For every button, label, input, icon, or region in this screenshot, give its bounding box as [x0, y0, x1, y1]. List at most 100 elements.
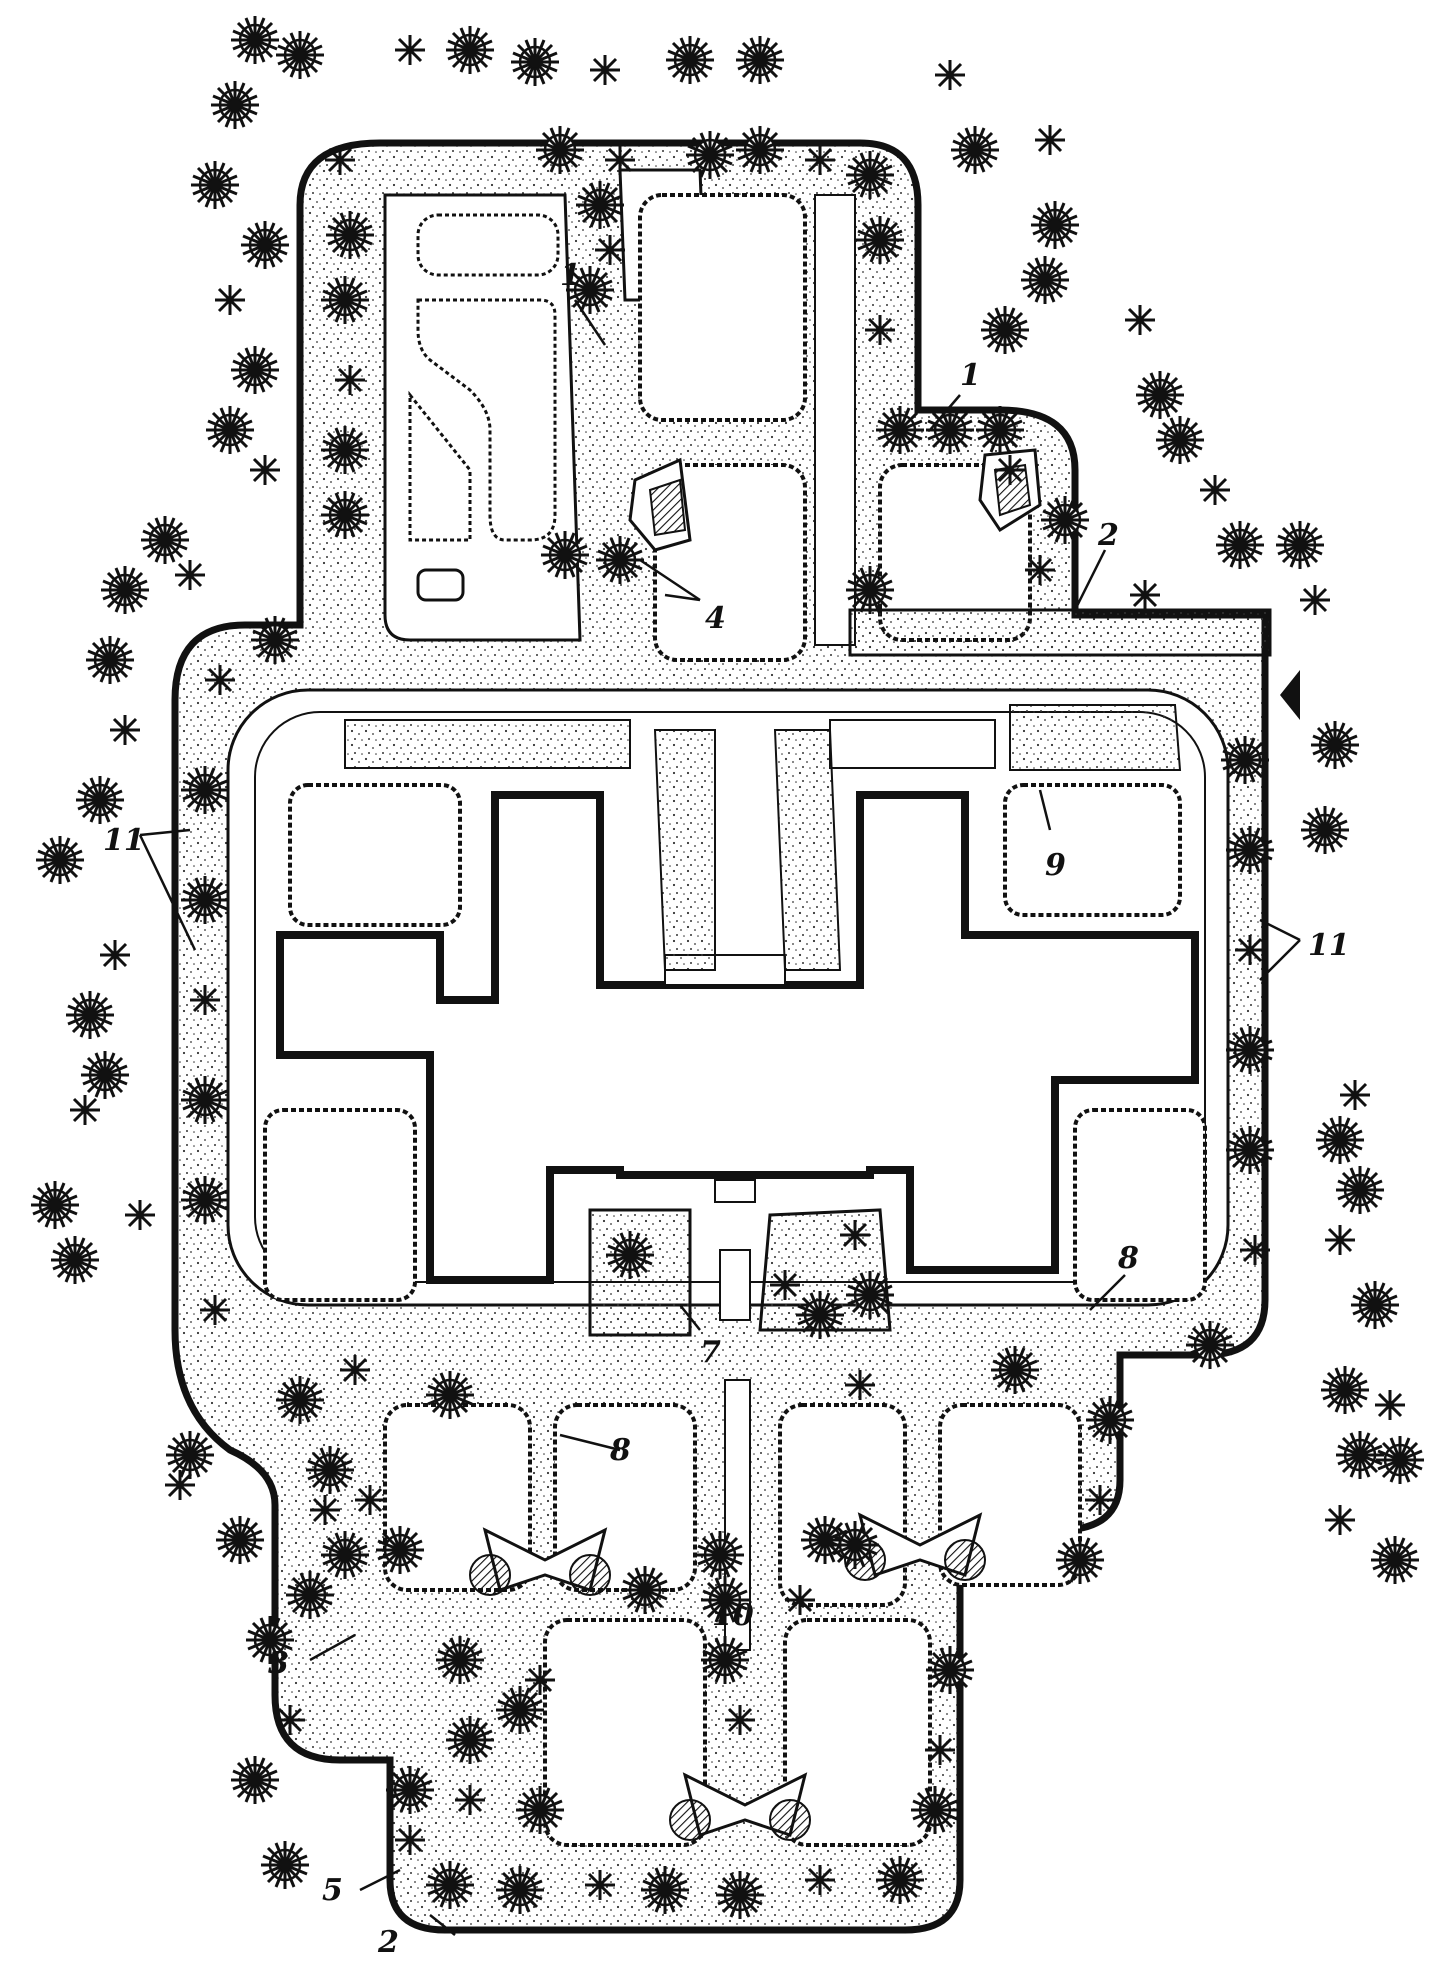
tree-icon	[684, 129, 736, 181]
tree-icon	[574, 179, 626, 231]
tree-icon	[384, 1764, 436, 1816]
tree-icon	[249, 614, 301, 666]
tree-icon	[353, 1483, 387, 1517]
tree-icon	[164, 1429, 216, 1481]
tree-icon	[993, 453, 1027, 487]
tree-icon	[604, 1229, 656, 1281]
tree-icon	[509, 36, 561, 88]
callout-2: 2	[1097, 518, 1119, 553]
tree-icon	[843, 1368, 877, 1402]
tree-icon	[333, 363, 367, 397]
tree-icon	[209, 79, 261, 131]
tree-icon	[84, 634, 136, 686]
tree-icon	[768, 1268, 802, 1302]
callout-8: 8	[1117, 1241, 1139, 1276]
tree-icon	[1019, 254, 1071, 306]
tree-icon	[1154, 414, 1206, 466]
tree-icon	[1233, 933, 1267, 967]
tree-icon	[588, 53, 622, 87]
tree-icon	[273, 1703, 307, 1737]
tree-icon	[664, 34, 716, 86]
tree-icon	[923, 1733, 957, 1767]
tree-icon	[838, 1218, 872, 1252]
callout-3: 3	[268, 1646, 289, 1681]
tree-icon	[583, 1868, 617, 1902]
tree-icon	[444, 24, 496, 76]
tree-icon	[1374, 1434, 1426, 1486]
tree-icon	[1039, 494, 1091, 546]
tree-icon	[108, 713, 142, 747]
tree-icon	[594, 534, 646, 586]
tree-icon	[539, 529, 591, 581]
tree-icon	[1224, 1024, 1276, 1076]
tree-icon	[723, 1703, 757, 1737]
tree-icon	[1238, 1233, 1272, 1267]
tree-icon	[338, 1353, 372, 1387]
callout-5: 5	[322, 1873, 343, 1908]
tree-icon	[1219, 734, 1271, 786]
tree-icon	[603, 143, 637, 177]
tree-icon	[699, 1634, 751, 1686]
north-plots	[638, 193, 1272, 662]
tree-icon	[99, 564, 151, 616]
tree-icon	[1033, 123, 1067, 157]
tree-icon	[924, 1644, 976, 1696]
tree-icon	[229, 14, 281, 66]
tree-icon	[123, 1198, 157, 1232]
tree-icon	[494, 1684, 546, 1736]
tree-icon	[1084, 1394, 1136, 1446]
tree-icon	[979, 304, 1031, 356]
tree-icon	[98, 938, 132, 972]
tree-icon	[189, 159, 241, 211]
tree-icon	[1123, 303, 1157, 337]
tree-icon	[863, 313, 897, 347]
tree-icon	[1083, 1483, 1117, 1517]
tree-icon	[1334, 1164, 1386, 1216]
tree-icon	[304, 1444, 356, 1496]
tree-icon	[854, 214, 906, 266]
tree-icon	[374, 1524, 426, 1576]
tree-icon	[803, 143, 837, 177]
callout-7: 7	[700, 1335, 721, 1370]
tree-icon	[714, 1869, 766, 1921]
tree-icon	[393, 1823, 427, 1857]
tree-icon	[239, 219, 291, 271]
tree-icon	[1309, 719, 1361, 771]
pavilion-icon	[469, 1512, 986, 1841]
tree-icon	[319, 1529, 371, 1581]
tree-icon	[514, 1784, 566, 1836]
callout-8: 8	[609, 1433, 631, 1468]
tree-icon	[229, 344, 281, 396]
tree-icon	[1198, 473, 1232, 507]
tree-icon	[179, 1074, 231, 1126]
tree-icon	[1323, 1223, 1357, 1257]
callout-10: 10	[712, 1598, 754, 1633]
tree-icon	[924, 404, 976, 456]
tree-icon	[534, 124, 586, 176]
tree-icon	[424, 1859, 476, 1911]
tree-icon	[1334, 1429, 1386, 1481]
callouts: 1 1 2 2 3 4 5 7 8 8 9 10 11 11	[103, 258, 1350, 1960]
tree-icon	[909, 1784, 961, 1836]
tree-icon	[214, 1514, 266, 1566]
tree-icon	[434, 1634, 486, 1686]
tree-icon	[248, 453, 282, 487]
tree-icon	[1298, 583, 1332, 617]
tree-icon	[1184, 1319, 1236, 1371]
tree-icon	[179, 764, 231, 816]
tree-icon	[794, 1289, 846, 1341]
tree-icon	[308, 1493, 342, 1527]
leader-lines	[138, 299, 1301, 1936]
callout-11: 11	[1308, 928, 1350, 963]
tree-icon	[1029, 199, 1081, 251]
tree-icon	[213, 283, 247, 317]
tree-icon	[783, 1583, 817, 1617]
tree-icon	[179, 874, 231, 926]
tree-icon	[734, 124, 786, 176]
tree-icon	[829, 1519, 881, 1571]
tree-icon	[284, 1569, 336, 1621]
tree-icon	[694, 1529, 746, 1581]
tree-icon	[523, 1663, 557, 1697]
tree-icon	[1369, 1534, 1421, 1586]
